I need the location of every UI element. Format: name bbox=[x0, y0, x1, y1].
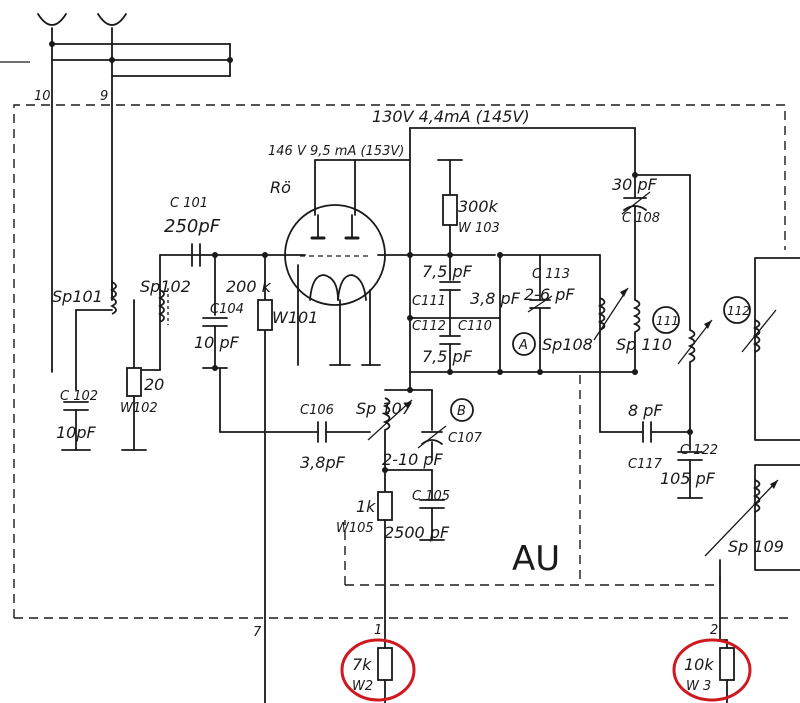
pin-9-label: 9 bbox=[100, 89, 108, 104]
marker-111-circle bbox=[652, 306, 680, 334]
c112-name: C112 bbox=[412, 319, 446, 334]
right-network bbox=[599, 172, 713, 499]
pin-10-label: 10 bbox=[34, 89, 51, 104]
w3-value: 10k bbox=[684, 655, 714, 674]
sp107-label: Sp 107 bbox=[356, 399, 413, 418]
c104-name: C104 bbox=[210, 302, 244, 317]
marker-111-label: 111 bbox=[656, 314, 679, 328]
marker-b-label: B bbox=[457, 404, 466, 419]
c106-name: C106 bbox=[300, 403, 334, 418]
antenna-input-lines bbox=[0, 13, 233, 371]
supply-top-label: 130V 4,4mA (145V) bbox=[372, 107, 530, 126]
marker-a-circle bbox=[512, 332, 536, 356]
sp102-label: Sp102 bbox=[140, 277, 191, 296]
c113-value: 2-6 pF bbox=[524, 285, 575, 304]
w3-name: W 3 bbox=[686, 679, 711, 694]
c101-name: C 101 bbox=[170, 196, 208, 211]
supply-tube-label: 146 V 9,5 mA (153V) bbox=[268, 144, 404, 159]
sp107-network bbox=[367, 387, 447, 641]
c117-value: 8 pF bbox=[628, 401, 663, 420]
w102-value: 20 bbox=[144, 375, 164, 394]
resistor-w3 bbox=[719, 647, 735, 681]
highlight-w2 bbox=[340, 638, 416, 702]
pin-2-label: 2 bbox=[710, 623, 718, 638]
c117-name: C117 bbox=[628, 457, 663, 472]
w103-name: W 103 bbox=[458, 221, 500, 236]
highlight-w3 bbox=[672, 638, 752, 702]
c110-name: C110 bbox=[458, 319, 492, 334]
w2-value: 7k bbox=[352, 655, 372, 674]
marker-b-circle bbox=[450, 398, 474, 422]
external-resistors bbox=[377, 639, 735, 703]
c108-name: C 108 bbox=[622, 211, 660, 226]
w105-value: 1k bbox=[356, 497, 376, 516]
marker-a-label: A bbox=[518, 338, 528, 353]
resistor-w102 bbox=[126, 367, 142, 397]
coil-sp108 bbox=[593, 287, 629, 341]
sp108-label: Sp108 bbox=[542, 335, 593, 354]
w103-value: 300k bbox=[458, 197, 499, 216]
center-network bbox=[407, 159, 691, 443]
c113-name: C 113 bbox=[532, 267, 570, 282]
input-network bbox=[51, 243, 371, 703]
w2-name: W2 bbox=[352, 679, 373, 694]
supply-rail bbox=[314, 127, 636, 391]
tube-valve bbox=[284, 204, 496, 366]
w101-value: 200 k bbox=[226, 277, 272, 296]
resistor-w2 bbox=[377, 647, 393, 681]
coil-112-sp109 bbox=[704, 257, 800, 641]
w105-name: W105 bbox=[336, 521, 374, 536]
c104-value: 10 pF bbox=[194, 333, 240, 352]
coil-sp101 bbox=[109, 281, 117, 315]
marker-112-label: 112 bbox=[727, 304, 750, 318]
marker-112-circle bbox=[723, 296, 751, 324]
c105-name: C 105 bbox=[412, 489, 450, 504]
c111-value: 7,5 pF bbox=[422, 262, 473, 281]
tube-label: Rö bbox=[270, 178, 291, 197]
c107-value: 2-10 pF bbox=[382, 450, 444, 469]
w102-name: W102 bbox=[120, 401, 158, 416]
c106-value: 3,8pF bbox=[300, 453, 346, 472]
c111-name: C111 bbox=[412, 294, 446, 309]
resistor-w101 bbox=[257, 299, 273, 331]
c122-name: C 122 bbox=[680, 443, 718, 458]
pin-7-label: 7 bbox=[253, 625, 262, 640]
sp101-label: Sp101 bbox=[52, 287, 103, 306]
w101-name: W101 bbox=[272, 308, 318, 327]
c102-name: C 102 bbox=[60, 389, 98, 404]
sp109-label: Sp 109 bbox=[728, 537, 784, 556]
c108-value: 30 pF bbox=[612, 175, 658, 194]
c101-value: 250pF bbox=[164, 216, 221, 237]
coil-sp102 bbox=[157, 288, 169, 325]
assembly-label: AU bbox=[512, 539, 560, 579]
c112-value: 7,5 pF bbox=[422, 347, 473, 366]
c105-value: 2500 pF bbox=[384, 523, 450, 542]
c122-value: 105 pF bbox=[660, 469, 716, 488]
c102-value: 10pF bbox=[56, 423, 97, 442]
pin-1-label: 1 bbox=[374, 623, 382, 638]
c107-name: C107 bbox=[448, 431, 483, 446]
sp110-label: Sp 110 bbox=[616, 335, 672, 354]
c110-value: 3,8 pF bbox=[470, 289, 521, 308]
